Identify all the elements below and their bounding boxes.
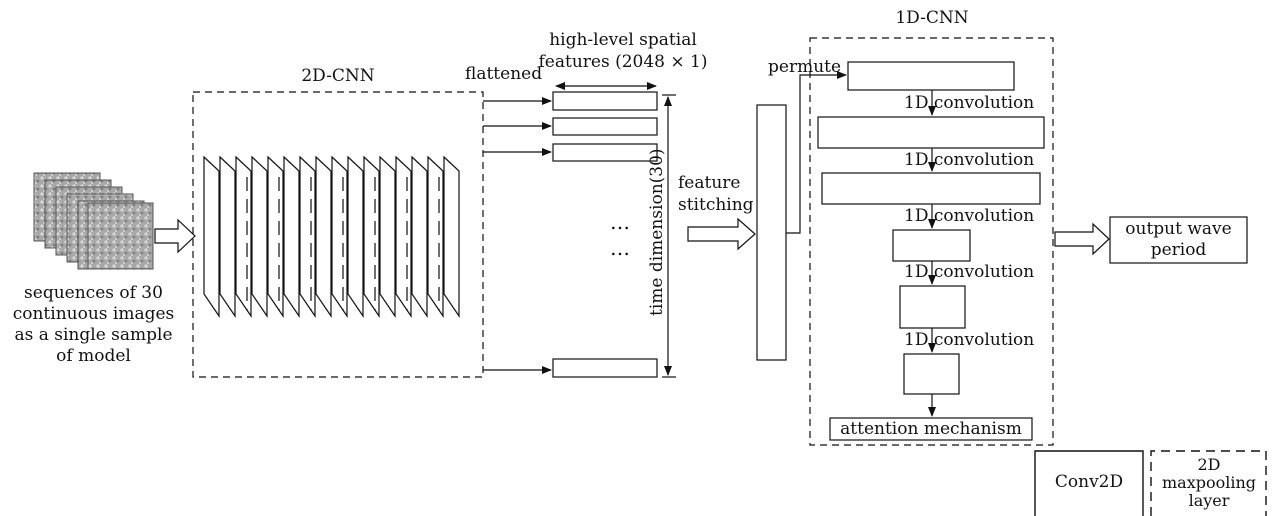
cnn2d-title: 2D-CNN: [263, 66, 413, 86]
cnn1d-block: [822, 173, 1040, 204]
conv2d-layer-sheet: [348, 157, 363, 316]
conv2d-layer-sheet: [364, 157, 379, 316]
output-label-line: output wave: [1110, 219, 1247, 240]
feature-title-line: high-level spatial: [528, 29, 718, 51]
stitching-arrow: [688, 219, 755, 249]
conv-label: 1D convolution: [904, 262, 1034, 282]
feature-vector: [553, 359, 657, 377]
conv2d-layer-sheet: [252, 157, 267, 316]
cnn1d-title: 1D-CNN: [870, 8, 994, 28]
cnn1d-block: [818, 117, 1044, 148]
input-caption: sequences of 30 continuous images as a s…: [0, 283, 187, 367]
conv2d-layer-sheet: [220, 157, 235, 316]
conv2d-layer-sheet: [284, 157, 299, 316]
feature-vector: [553, 92, 657, 110]
attention-label: attention mechanism: [830, 419, 1032, 439]
conv2d-layer-sheet: [332, 157, 347, 316]
input-image-stack: [34, 173, 153, 269]
input-to-cnn-arrow: [155, 220, 195, 252]
output-label-line: period: [1110, 240, 1247, 261]
input-caption-line: of model: [0, 346, 187, 367]
conv2d-layer-front: [204, 157, 219, 316]
conv2d-layer-sheet: [316, 157, 331, 316]
conv-label: 1D convolution: [904, 330, 1034, 350]
permute-arrow: [786, 75, 846, 233]
permute-label: permute: [768, 57, 841, 77]
feature-vector: [553, 118, 657, 135]
conv2d-layer-sheet: [300, 157, 315, 316]
stitching-label-line: stitching: [678, 194, 754, 216]
legend-maxpool-line: 2D: [1152, 456, 1266, 474]
stitched-feature-block: [757, 105, 786, 360]
legend-conv2d-label: Conv2D: [1036, 472, 1142, 492]
input-image-frame: [88, 203, 153, 269]
cnn1d-block: [904, 354, 959, 394]
stitching-label: feature stitching: [678, 172, 754, 216]
conv2d-layer-sheet: [428, 157, 443, 316]
cnn1d-block: [893, 230, 970, 261]
input-caption-line: as a single sample: [0, 325, 187, 346]
conv2d-layer-stack: [204, 157, 459, 316]
feature-vector: [553, 144, 657, 161]
conv2d-layer-sheet: [236, 157, 251, 316]
conv-label: 1D convolution: [904, 93, 1034, 113]
cnn1d-block: [900, 286, 965, 328]
legend-maxpool-line: layer: [1152, 492, 1266, 510]
output-arrow: [1055, 224, 1109, 254]
input-caption-line: sequences of 30: [0, 283, 187, 304]
conv2d-layer-sheet: [444, 157, 459, 316]
ellipsis-top: …: [610, 212, 631, 232]
conv2d-layer-sheet: [396, 157, 411, 316]
legend-maxpool-label: 2D maxpooling layer: [1152, 456, 1266, 510]
cnn1d-block: [848, 62, 1014, 90]
stitching-label-line: feature: [678, 172, 754, 194]
conv-label: 1D convolution: [904, 150, 1034, 170]
ellipsis-bottom: …: [610, 238, 631, 258]
output-label: output wave period: [1110, 219, 1247, 261]
conv-label: 1D convolution: [904, 206, 1034, 226]
conv2d-layer-sheet: [412, 157, 427, 316]
conv2d-layer-sheet: [268, 157, 283, 316]
conv2d-layer-sheet: [380, 157, 395, 316]
time-dimension-label: time dimension(30): [647, 156, 667, 316]
feature-title-line: features (2048 × 1): [528, 51, 718, 73]
input-caption-line: continuous images: [0, 304, 187, 325]
legend-maxpool-line: maxpooling: [1152, 474, 1266, 492]
feature-title: high-level spatial features (2048 × 1): [528, 29, 718, 73]
